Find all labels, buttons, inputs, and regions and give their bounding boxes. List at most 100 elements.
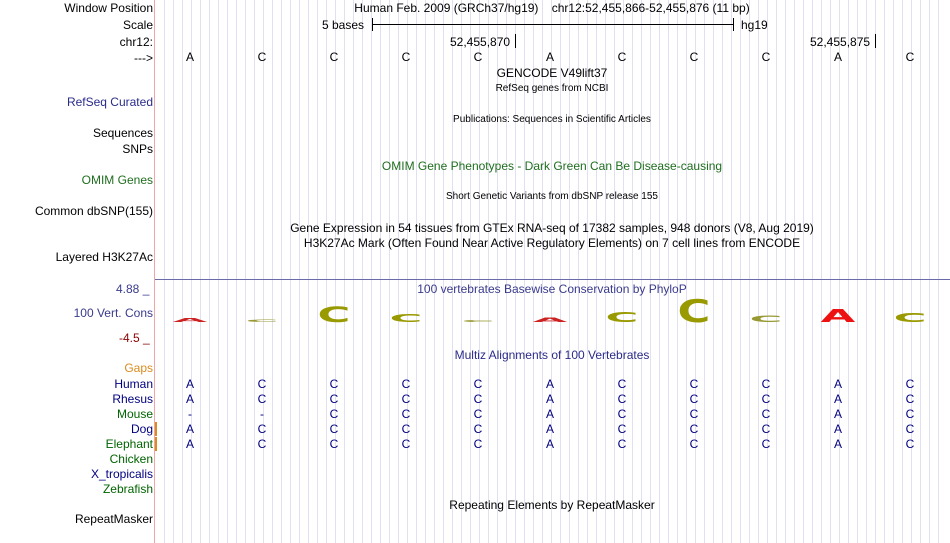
base-letter: C — [473, 50, 483, 64]
gridline — [614, 0, 615, 543]
scale-bar — [373, 24, 733, 25]
alignment-base: A — [545, 437, 554, 451]
gridline — [308, 0, 309, 543]
repeatmasker-track-label[interactable]: RepeatMasker — [74, 512, 153, 526]
gridline — [632, 0, 633, 543]
gridline — [668, 0, 669, 543]
conservation-logo-letter: C — [678, 294, 711, 330]
species-label[interactable]: Chicken — [109, 452, 153, 466]
gridline — [416, 0, 417, 543]
alignment-base: C — [761, 392, 771, 406]
alignment-base: C — [257, 392, 267, 406]
conservation-track-title[interactable]: 100 vertebrates Basewise Conservation by… — [417, 282, 687, 296]
gridline — [821, 0, 822, 543]
omim-track-title[interactable]: OMIM Gene Phenotypes - Dark Green Can Be… — [381, 159, 723, 173]
snps-track-label[interactable]: SNPs — [122, 142, 153, 156]
alignment-base: A — [833, 422, 842, 436]
alignment-base: C — [401, 437, 411, 451]
alignment-base: A — [185, 377, 194, 391]
gridline — [389, 0, 390, 543]
gridline — [245, 0, 246, 543]
h3k27ac-track-label[interactable]: Layered H3K27Ac — [55, 250, 153, 264]
position-header: Human Feb. 2009 (GRCh37/hg19) chr12:52,4… — [354, 1, 749, 15]
alignment-base: C — [905, 422, 915, 436]
gaps-track-label[interactable]: Gaps — [124, 361, 153, 375]
alignment-base: C — [329, 377, 339, 391]
gridline — [803, 0, 804, 543]
species-label[interactable]: Human — [114, 377, 153, 391]
gridline — [209, 0, 210, 543]
conservation-logo-letter: C — [390, 312, 423, 325]
alignment-base: A — [185, 437, 194, 451]
alignment-base: C — [473, 377, 483, 391]
alignment-base: C — [401, 407, 411, 421]
gtex-track-title[interactable]: Gene Expression in 54 tissues from GTEx … — [290, 221, 814, 235]
alignment-base: C — [473, 407, 483, 421]
gridline — [704, 0, 705, 543]
gridline — [380, 0, 381, 543]
alignment-base: C — [473, 437, 483, 451]
alignment-base: C — [329, 407, 339, 421]
base-letter: C — [905, 50, 915, 64]
alignment-base: C — [257, 422, 267, 436]
conservation-logo-letter: A — [173, 317, 208, 323]
dbsnp-track-title[interactable]: Short Genetic Variants from dbSNP releas… — [446, 191, 658, 202]
assembly-text: Human Feb. 2009 (GRCh37/hg19) — [354, 1, 539, 15]
alignment-base: C — [329, 422, 339, 436]
dbsnp-track-label[interactable]: Common dbSNP(155) — [34, 204, 153, 218]
alignment-base: A — [545, 407, 554, 421]
species-label[interactable]: Elephant — [105, 437, 153, 451]
multiz-track-title[interactable]: Multiz Alignments of 100 Vertebrates — [454, 348, 650, 362]
alignment-base: C — [329, 437, 339, 451]
alignment-base: C — [401, 392, 411, 406]
species-label[interactable]: Rhesus — [112, 392, 153, 406]
conservation-logo-letter: C — [894, 311, 927, 325]
base-letter: C — [329, 50, 339, 64]
strand-label[interactable]: ---> — [134, 51, 153, 65]
gridline — [335, 0, 336, 543]
gencode-track-title[interactable]: GENCODE V49lift37 — [496, 66, 608, 80]
gridline — [299, 0, 300, 543]
gridline — [407, 0, 408, 543]
conservation-logo-letter: C — [606, 310, 639, 326]
scale-bases-text: 5 bases — [322, 18, 365, 32]
gridline — [326, 0, 327, 543]
alignment-base: A — [545, 392, 554, 406]
gridline — [839, 0, 840, 543]
base-letter: C — [617, 50, 627, 64]
species-label[interactable]: Dog — [130, 422, 153, 436]
refseq-track-label[interactable]: RefSeq Curated — [66, 95, 153, 109]
sequences-track-label[interactable]: Sequences — [92, 126, 153, 140]
window-position-label: Window Position — [64, 1, 153, 15]
alignment-base: C — [761, 422, 771, 436]
gridline — [218, 0, 219, 543]
conservation-logo-letter: A — [821, 306, 856, 327]
h3k27ac-track-title[interactable]: H3K27Ac Mark (Often Found Near Active Re… — [303, 236, 801, 250]
gridline — [767, 0, 768, 543]
refseq-track-title[interactable]: RefSeq genes from NCBI — [495, 83, 609, 94]
repeatmasker-track-title[interactable]: Repeating Elements by RepeatMasker — [449, 498, 655, 512]
conservation-track-label[interactable]: 100 Vert. Cons — [73, 306, 153, 320]
conservation-logo-letter: A — [533, 316, 568, 323]
publications-track-title[interactable]: Publications: Sequences in Scientific Ar… — [453, 114, 651, 125]
coordinate-label-2: 52,455,875 — [810, 35, 871, 49]
species-label[interactable]: X_tropicalis — [90, 467, 153, 481]
gridline — [362, 0, 363, 543]
alignment-base: C — [761, 377, 771, 391]
gridline — [425, 0, 426, 543]
species-label[interactable]: Zebrafish — [102, 482, 153, 496]
species-label[interactable]: Mouse — [116, 407, 153, 421]
gridline — [830, 0, 831, 543]
alignment-base: C — [617, 422, 627, 436]
base-letter: C — [761, 50, 771, 64]
gridline — [371, 0, 372, 543]
gridline — [776, 0, 777, 543]
alignment-base: A — [185, 422, 194, 436]
gridline — [452, 0, 453, 543]
conservation-logo-letter: C — [462, 320, 495, 323]
alignment-base: A — [545, 422, 554, 436]
omim-track-label[interactable]: OMIM Genes — [81, 173, 153, 187]
position-text: chr12:52,455,866-52,455,876 (11 bp) — [551, 1, 750, 15]
alignment-base: C — [905, 377, 915, 391]
